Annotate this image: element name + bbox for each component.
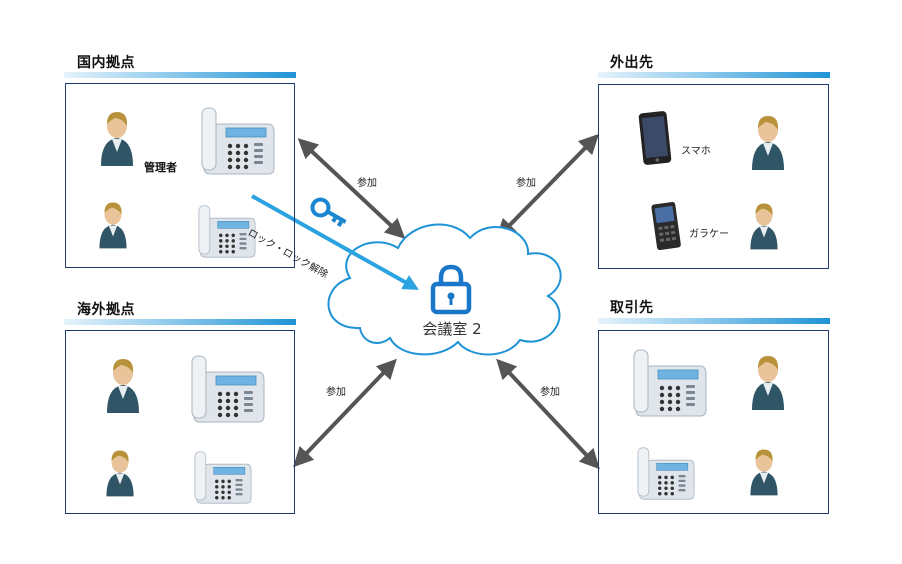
feature-phone-label: ガラケー — [689, 229, 729, 240]
admin-label: 管理者 — [144, 161, 177, 174]
partner-site-title: 取引先 — [610, 300, 654, 316]
arrow-domestic — [297, 138, 406, 239]
feature-phone-icon — [651, 201, 681, 251]
join-label-partner: 参加 — [540, 387, 560, 398]
overseas-site-box — [65, 330, 295, 514]
partner-heading-bar — [598, 318, 830, 324]
overseas-heading-bar — [64, 319, 296, 325]
domestic-site-title: 国内拠点 — [77, 55, 135, 71]
conference-room-label: 会議室 2 — [422, 320, 482, 338]
smartphone-label: スマホ — [681, 146, 711, 157]
domestic-heading-bar — [64, 72, 296, 78]
join-label-overseas: 参加 — [326, 387, 346, 398]
lock-control-arrow — [251, 194, 419, 290]
outside-site-title: 外出先 — [610, 55, 654, 71]
join-label-outside: 参加 — [516, 178, 536, 189]
key-icon — [310, 197, 347, 228]
arrow-partner — [496, 358, 600, 470]
domestic-site-box — [65, 83, 295, 268]
outside-heading-bar — [598, 72, 830, 78]
smartphone-icon — [638, 111, 672, 165]
join-arrows — [293, 133, 600, 470]
arrow-outside — [496, 133, 599, 240]
arrow-overseas — [293, 358, 397, 468]
partner-site-box — [598, 330, 829, 514]
padlock-icon — [430, 264, 472, 315]
outside-site-box — [598, 84, 829, 269]
overseas-site-title: 海外拠点 — [77, 302, 135, 318]
join-label-domestic: 参加 — [357, 178, 377, 189]
